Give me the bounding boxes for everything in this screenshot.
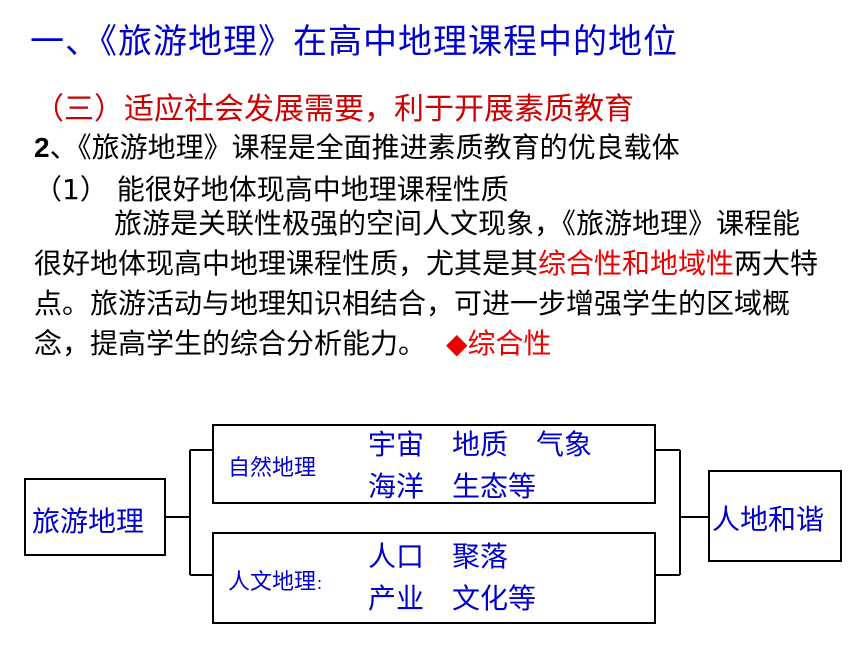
tourism-geography-label: 旅游地理 xyxy=(32,505,145,538)
human-geography-label: 人文地理： xyxy=(228,564,330,596)
page-title: 一、《旅游地理》在高中地理课程中的地位 xyxy=(30,22,678,62)
natural-geography-label: 自然地理 xyxy=(228,456,317,481)
section-subtitle: （三）适应社会发展需要，利于开展素质教育 xyxy=(34,92,634,127)
point-2-number: 2 xyxy=(34,132,50,163)
para-part-a: 旅游是关联性极强的空间人文现象，《旅游地理》课程能很好地体现高中地理课程性质，尤… xyxy=(34,207,801,280)
point-3: （1） 能很好地体现高中地理课程性质 xyxy=(34,168,509,208)
body-paragraph: 旅游是关联性极强的空间人文现象，《旅游地理》课程能很好地体现高中地理课程性质，尤… xyxy=(34,204,824,364)
human-earth-harmony-label: 人地和谐 xyxy=(712,503,825,536)
natural-items-line-1: 宇宙 地质 气象 xyxy=(368,428,593,461)
natural-geography-box: 自然地理 宇宙 地质 气象 海洋 生态等 xyxy=(212,424,656,504)
human-items-line-1: 人口 聚落 xyxy=(368,540,509,573)
tourism-geography-box: 旅游地理 xyxy=(24,478,166,556)
para-part-b: 两大特点。旅游活动与地理知识相结合，可进一步增强学生的区域概念，提高学生的综合分… xyxy=(34,247,819,360)
human-items-line-2: 产业 文化等 xyxy=(368,582,537,615)
bullet-label: ◆综合性 xyxy=(446,327,552,360)
para-highlight: 综合性和地域性 xyxy=(538,247,735,280)
human-earth-harmony-box: 人地和谐 xyxy=(708,470,842,562)
point-2: 2、《旅游地理》课程是全面推进素质教育的优良载体 xyxy=(34,126,680,166)
human-geography-colon: ： xyxy=(316,577,331,593)
point-3-number: （1） xyxy=(34,173,108,206)
natural-items-line-2: 海洋 生态等 xyxy=(368,470,537,503)
point-3-text: 能很好地体现高中地理课程性质 xyxy=(107,173,509,206)
human-geography-box: 人文地理： 人口 聚落 产业 文化等 xyxy=(212,532,656,624)
human-items: 人口 聚落 产业 文化等 xyxy=(368,536,536,620)
natural-items: 宇宙 地质 气象 海洋 生态等 xyxy=(368,424,592,508)
point-2-text: 、《旅游地理》课程是全面推进素质教育的优良载体 xyxy=(49,131,680,164)
human-geography-text: 人文地理 xyxy=(228,570,317,595)
